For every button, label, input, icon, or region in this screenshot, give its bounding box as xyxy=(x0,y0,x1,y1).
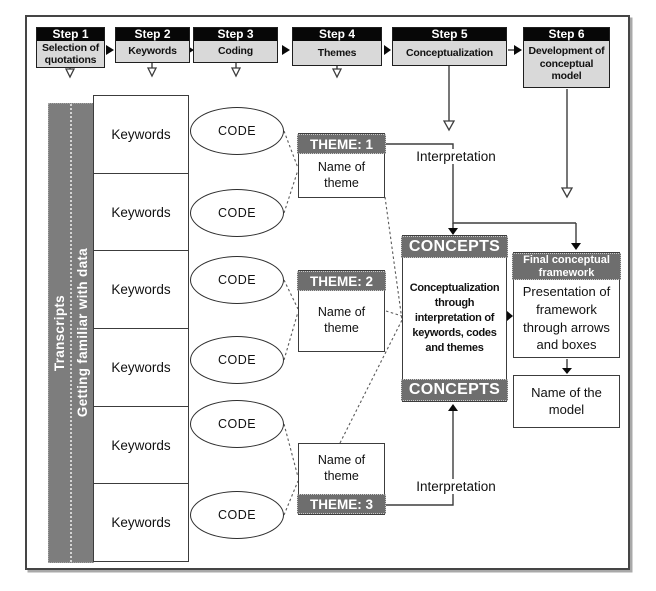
hollow-arrow-step1 xyxy=(64,68,76,79)
code4-theme2-link xyxy=(283,311,299,361)
theme2-concepts-link xyxy=(385,310,403,317)
step5-box: Step 5 Conceptualization xyxy=(392,27,507,66)
hollow-arrow-step2 xyxy=(146,67,158,78)
step4-label: Themes xyxy=(317,46,357,59)
keywords-cell-5: Keywords xyxy=(94,405,188,484)
code-ellipse-3: CODE xyxy=(190,256,284,304)
keywords-column: Keywords Keywords Keywords Keywords Keyw… xyxy=(93,95,189,562)
arrow-into-concepts-bottom xyxy=(448,404,458,411)
final-framework-header: Final conceptual framework xyxy=(512,253,621,280)
keywords-cell-4: Keywords xyxy=(94,328,188,406)
code1-theme1-link xyxy=(283,130,299,169)
concepts-header-bottom: CONCEPTS xyxy=(401,379,508,401)
code5-theme3-link xyxy=(283,423,299,478)
step2-label: Keywords xyxy=(128,45,177,58)
transcripts-column: Transcripts xyxy=(49,104,70,562)
code-ellipse-5: CODE xyxy=(190,400,284,448)
step3-label: Coding xyxy=(218,45,253,58)
theme3-header: THEME: 3 xyxy=(297,494,386,514)
step6-label: Development of conceptual model xyxy=(528,45,605,83)
theme1-name: Name of theme xyxy=(317,159,366,190)
code3-theme2-link xyxy=(283,279,299,310)
final-framework-box: Final conceptual framework Presentation … xyxy=(512,252,621,358)
code2-theme1-link xyxy=(283,169,299,214)
final-framework-body: Presentation of framework through arrows… xyxy=(522,284,611,353)
hollow-arrow-step5-drop xyxy=(442,120,456,132)
keywords-cell-2: Keywords xyxy=(94,172,188,251)
model-name-box: Name of the model xyxy=(513,375,620,428)
step1-box: Step 1 Selection of quotations xyxy=(36,27,105,68)
theme2-header: THEME: 2 xyxy=(297,271,386,291)
step4-title: Step 4 xyxy=(293,28,381,41)
hollow-arrow-step6-drop xyxy=(560,187,574,199)
hollow-arrowheads xyxy=(64,67,574,199)
theme3-name: Name of theme xyxy=(317,453,366,483)
step5-label: Conceptualization xyxy=(405,46,494,59)
step2-box: Step 2 Keywords xyxy=(115,27,190,63)
theme1-route-line xyxy=(386,143,576,224)
arrow-final-to-model xyxy=(562,368,572,374)
theme1-box: THEME: 1 Name of theme xyxy=(297,133,386,198)
theme2-name: Name of theme xyxy=(317,305,366,335)
arrow-into-concepts-top xyxy=(448,228,458,235)
concepts-body-text: Conceptualization through interpretation… xyxy=(409,282,500,354)
arrow-step1-step2 xyxy=(106,45,114,55)
solid-connectors xyxy=(69,49,577,506)
step5-title: Step 5 xyxy=(393,28,506,41)
concepts-header-top: CONCEPTS xyxy=(401,236,508,258)
interpretation-label-bottom: Interpretation xyxy=(404,479,508,494)
interpretation-label-top: Interpretation xyxy=(404,149,508,164)
filled-arrowheads xyxy=(106,45,581,411)
code-ellipse-2: CODE xyxy=(190,189,284,237)
transcripts-label: Transcripts xyxy=(52,294,67,372)
familiar-label: Getting familiar with data xyxy=(75,248,90,418)
theme1-concepts-link xyxy=(384,196,403,321)
theme3-route-line xyxy=(386,410,454,506)
step3-box: Step 3 Coding xyxy=(193,27,278,63)
arrow-into-final-top xyxy=(571,243,581,250)
arrow-step4-step5 xyxy=(384,45,391,55)
keywords-cell-6: Keywords xyxy=(94,483,188,561)
theme2-box: THEME: 2 Name of theme xyxy=(297,270,386,352)
keywords-cell-1: Keywords xyxy=(111,126,171,142)
arrow-concepts-to-final xyxy=(507,311,513,321)
theme1-header: THEME: 1 xyxy=(297,134,386,154)
code6-theme3-link xyxy=(283,480,299,516)
concepts-box: CONCEPTS Conceptualization through inter… xyxy=(401,235,508,402)
code-ellipse-6: CODE xyxy=(190,491,284,539)
step1-title: Step 1 xyxy=(37,28,104,41)
hollow-arrow-step3 xyxy=(230,67,242,78)
dotted-connectors xyxy=(283,130,403,516)
familiar-column: Getting familiar with data xyxy=(70,104,93,562)
code-ellipse-4: CODE xyxy=(190,336,284,384)
arrow-step5-step6 xyxy=(514,45,522,55)
step2-title: Step 2 xyxy=(116,28,189,41)
diagram-outer-frame xyxy=(25,15,630,570)
step1-label: Selection of quotations xyxy=(41,42,100,67)
keywords-cell-3: Keywords xyxy=(94,250,188,328)
step6-box: Step 6 Development of conceptual model xyxy=(523,27,610,88)
theme3-box: Name of theme THEME: 3 xyxy=(297,443,386,515)
transcripts-bar: Transcripts Getting familiar with data xyxy=(48,103,94,563)
hollow-arrow-step4 xyxy=(331,68,343,79)
arrow-step3-step4 xyxy=(282,45,290,55)
code-ellipse-1: CODE xyxy=(190,107,284,155)
step6-title: Step 6 xyxy=(524,28,609,41)
step3-title: Step 3 xyxy=(194,28,277,41)
step4-box: Step 4 Themes xyxy=(292,27,382,66)
